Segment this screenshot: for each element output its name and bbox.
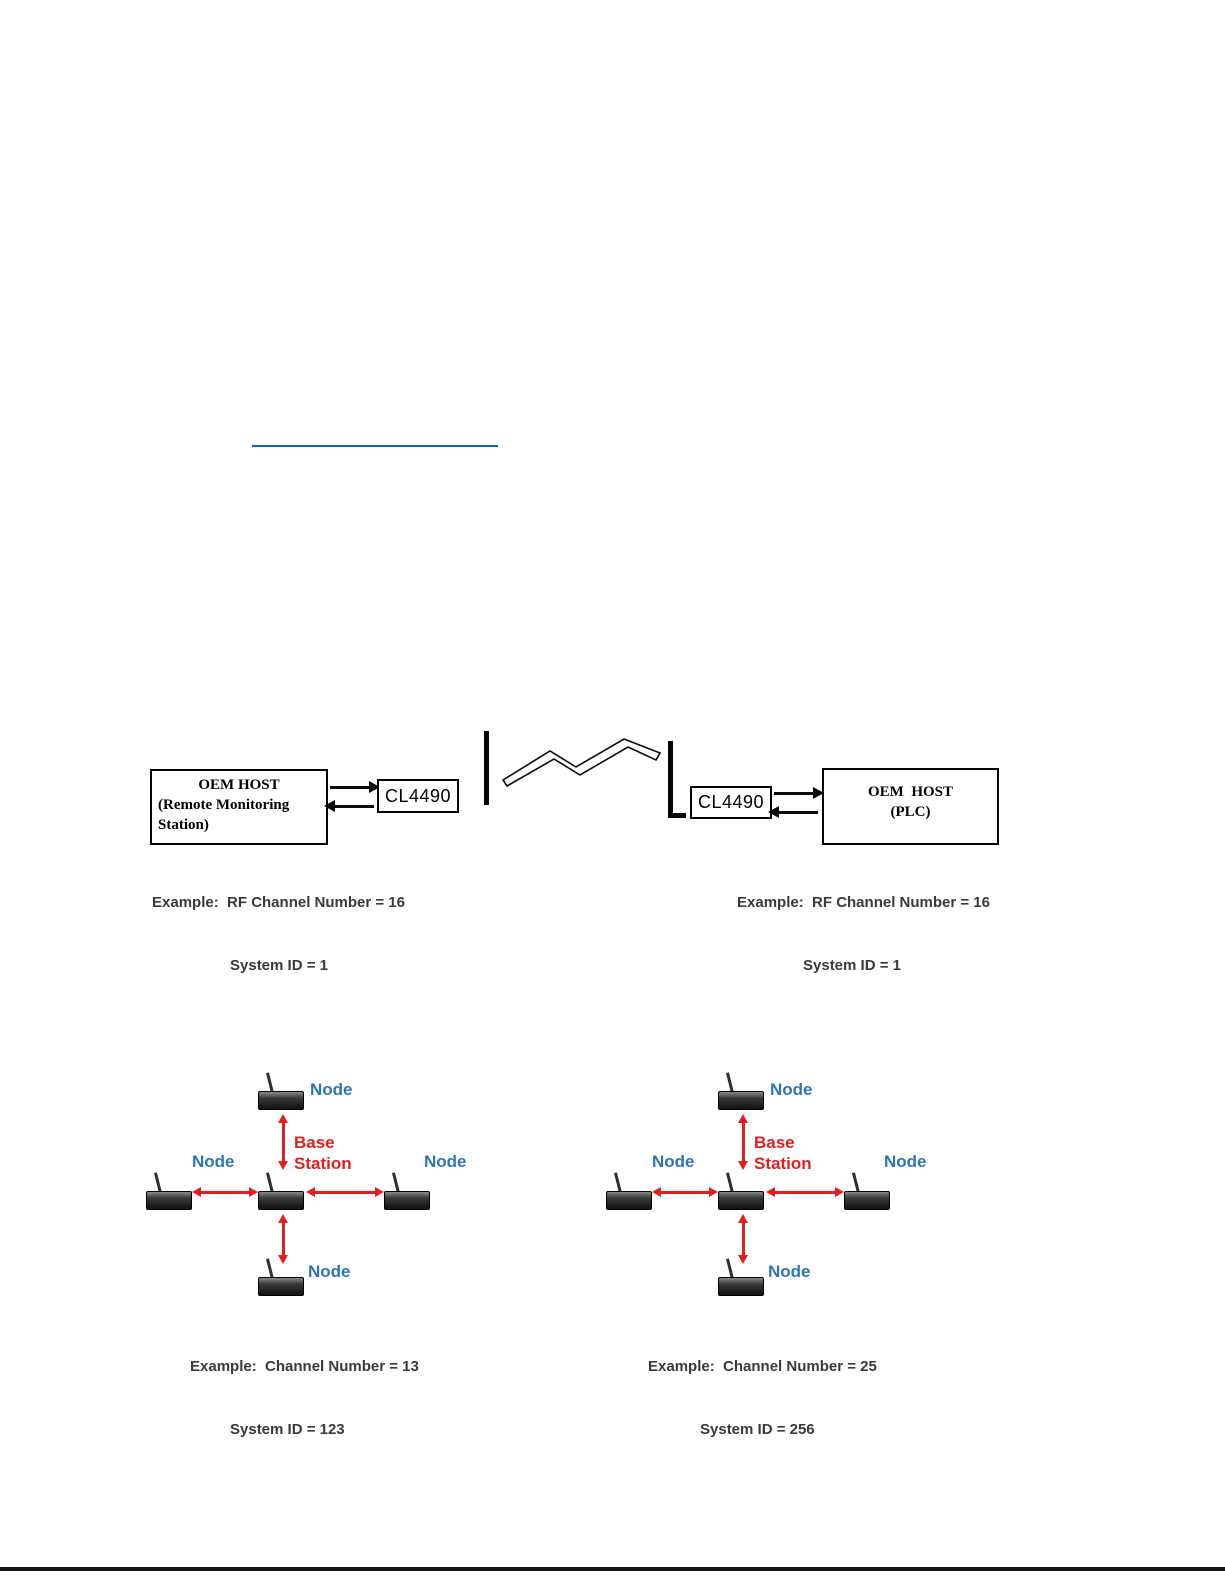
- radio-device: [718, 1072, 764, 1112]
- star-left-example: Example: Channel Number = 13 System ID =…: [190, 1314, 419, 1482]
- device-body: [258, 1277, 304, 1296]
- double-arrow-vertical-icon: [277, 1114, 288, 1170]
- radio-device: [384, 1172, 430, 1212]
- device-body: [718, 1091, 764, 1110]
- star-right-example: Example: Channel Number = 25 System ID =…: [648, 1314, 877, 1482]
- double-arrow-vertical-icon: [277, 1214, 288, 1264]
- antenna-right-icon: [668, 741, 686, 818]
- device-body: [258, 1191, 304, 1210]
- arrow-right-icon: [774, 787, 824, 799]
- star-right-example-line2: System ID = 256: [700, 1421, 815, 1438]
- p2p-right-example-line2: System ID = 1: [803, 957, 901, 974]
- double-arrow-vertical-icon: [737, 1214, 748, 1264]
- star-right-example-line1: Example: Channel Number = 25: [648, 1358, 877, 1375]
- radio-device: [606, 1172, 652, 1212]
- double-arrow-horizontal-icon: [652, 1186, 718, 1197]
- node-label: Node: [192, 1152, 235, 1171]
- cl4490-left-box: CL4490: [377, 779, 459, 813]
- node-label: Node: [310, 1080, 353, 1099]
- radio-device: [718, 1258, 764, 1298]
- arrow-left-icon: [768, 806, 818, 818]
- cl4490-right-label: CL4490: [697, 792, 765, 812]
- cl4490-right-box: CL4490: [690, 786, 772, 819]
- base-station-device: [258, 1172, 304, 1212]
- oem-host-left-line2: (Remote Monitoring: [158, 797, 290, 813]
- p2p-left-example-line2: System ID = 1: [230, 957, 328, 974]
- p2p-left-example: Example: RF Channel Number = 16 System I…: [152, 850, 405, 1018]
- oem-host-right-line2: (PLC): [890, 804, 931, 820]
- radio-device: [844, 1172, 890, 1212]
- hyperlink[interactable]: [252, 431, 498, 447]
- base-station-label: Base Station: [754, 1133, 812, 1173]
- oem-host-left-line3: Station): [158, 817, 209, 833]
- star-left-example-line2: System ID = 123: [230, 1421, 345, 1438]
- base-station-label: Base Station: [294, 1133, 352, 1173]
- device-body: [258, 1091, 304, 1110]
- device-body: [384, 1191, 430, 1210]
- node-label: Node: [770, 1080, 813, 1099]
- device-body: [146, 1191, 192, 1210]
- device-body: [718, 1191, 764, 1210]
- rf-link-zigzag-icon: [501, 738, 662, 788]
- node-label: Node: [308, 1262, 351, 1281]
- cl4490-left-label: CL4490: [384, 785, 452, 806]
- radio-device: [146, 1172, 192, 1212]
- p2p-left-example-line1: Example: RF Channel Number = 16: [152, 894, 405, 911]
- oem-host-left-line1: OEM HOST: [198, 777, 280, 793]
- star-left-example-line1: Example: Channel Number = 13: [190, 1358, 419, 1375]
- double-arrow-horizontal-icon: [766, 1186, 844, 1197]
- device-body: [606, 1191, 652, 1210]
- arrow-left-icon: [324, 800, 374, 812]
- p2p-right-example-line1: Example: RF Channel Number = 16: [737, 894, 990, 911]
- double-arrow-horizontal-icon: [306, 1186, 384, 1197]
- antenna-left-icon: [484, 731, 489, 805]
- radio-device: [258, 1072, 304, 1112]
- radio-device: [258, 1258, 304, 1298]
- oem-host-left-box: OEM HOST (Remote Monitoring Station): [150, 769, 328, 845]
- oem-host-right-box: OEM HOST (PLC): [822, 768, 999, 845]
- footer-rule: [0, 1567, 1225, 1571]
- node-label: Node: [884, 1152, 927, 1171]
- node-label: Node: [424, 1152, 467, 1171]
- device-body: [718, 1277, 764, 1296]
- node-label: Node: [652, 1152, 695, 1171]
- base-station-device: [718, 1172, 764, 1212]
- antenna-foot: [673, 813, 686, 818]
- p2p-right-example: Example: RF Channel Number = 16 System I…: [737, 850, 990, 1018]
- node-label: Node: [768, 1262, 811, 1281]
- device-body: [844, 1191, 890, 1210]
- double-arrow-vertical-icon: [737, 1114, 748, 1170]
- oem-host-right-line1: OEM HOST: [867, 784, 953, 800]
- arrow-right-icon: [330, 781, 380, 793]
- double-arrow-horizontal-icon: [192, 1186, 258, 1197]
